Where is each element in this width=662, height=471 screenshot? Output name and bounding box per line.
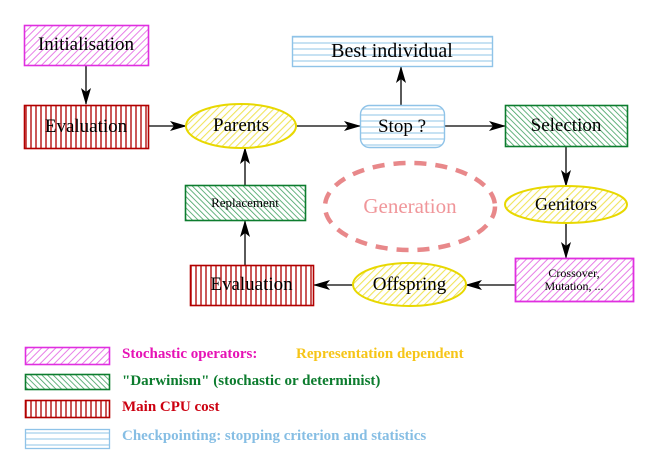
node-replacement[interactable] xyxy=(184,184,307,222)
node-genitors[interactable] xyxy=(504,185,628,224)
legend-label-checkpointing: Checkpointing: stopping criterion and st… xyxy=(122,428,427,444)
node-generation-boundary xyxy=(322,160,498,253)
node-offspring[interactable] xyxy=(352,262,467,307)
node-initialisation[interactable] xyxy=(23,24,150,67)
edge-stop-selection xyxy=(444,121,506,131)
legend-swatch-blue-horizontal xyxy=(24,428,111,450)
node-crossover-mutation[interactable] xyxy=(514,257,635,303)
edge-evaluation-replacement xyxy=(240,220,250,265)
edge-replacement-parents xyxy=(240,147,250,185)
node-best-individual[interactable] xyxy=(291,35,494,68)
edge-selection-genitors xyxy=(561,146,571,187)
node-evaluation-top[interactable] xyxy=(23,104,150,150)
legend-label-representation-dependent: Representation dependent xyxy=(296,346,464,362)
legend-swatch-magenta-diagonal xyxy=(24,346,111,366)
node-selection[interactable] xyxy=(504,104,629,148)
edge-genitors-crossover xyxy=(561,223,571,259)
legend-swatch-red-vertical xyxy=(24,399,111,419)
edge-evaluation-parents xyxy=(148,121,187,131)
legend-label-darwinism: "Darwinism" (stochastic or determinist) xyxy=(122,373,381,389)
edge-initialisation-evaluation xyxy=(81,65,91,105)
node-evaluation-bottom[interactable] xyxy=(189,264,315,307)
node-stop[interactable] xyxy=(359,104,446,149)
edge-offspring-evaluation xyxy=(313,280,353,290)
edge-stop-best-individual xyxy=(396,66,406,105)
node-parents[interactable] xyxy=(185,103,297,149)
legend-label-stochastic-operators: Stochastic operators: xyxy=(122,346,258,362)
legend-label-main-cpu-cost: Main CPU cost xyxy=(122,399,220,415)
legend-swatch-green-diagonal xyxy=(24,373,111,391)
edge-crossover-offspring xyxy=(465,280,515,290)
edge-parents-stop xyxy=(296,121,361,131)
